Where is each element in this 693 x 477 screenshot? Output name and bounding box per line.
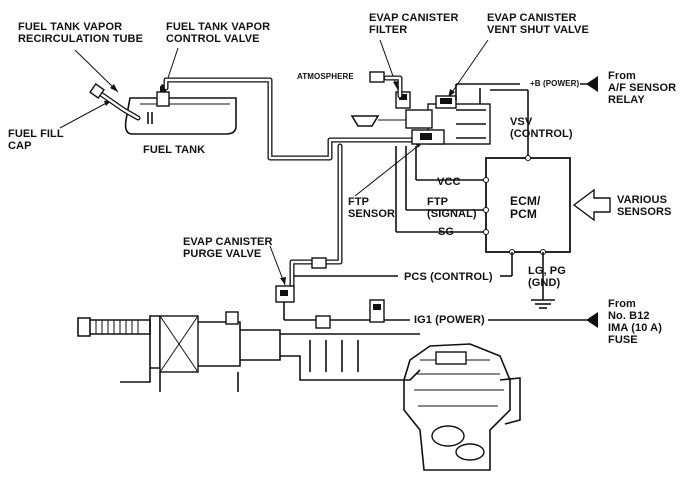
wiring <box>283 76 611 328</box>
label-canister-filter: EVAP CANISTER FILTER <box>369 12 459 36</box>
label-from-b12-fuse: From No. B12 IMA (10 A) FUSE <box>608 298 662 346</box>
evap-canister <box>350 71 491 145</box>
purge-valve <box>275 285 295 303</box>
engine <box>403 343 521 471</box>
label-vcc: VCC <box>437 176 461 188</box>
label-atmosphere: ATMOSPHERE <box>297 72 354 81</box>
label-from-af-relay: From A/F SENSOR RELAY <box>608 70 677 106</box>
label-fuel-tank: FUEL TANK <box>143 144 206 156</box>
label-fuel-fill-cap: FUEL FILL CAP <box>8 128 64 152</box>
label-purge-valve: EVAP CANISTER PURGE VALVE <box>183 236 273 260</box>
leader-lines <box>59 39 489 286</box>
label-recirc-tube: FUEL TANK VAPOR RECIRCULATION TUBE <box>18 21 144 45</box>
label-sg: SG <box>438 226 455 238</box>
label-ftp-sensor: FTP SENSOR <box>348 196 396 220</box>
label-ftp-signal: FTP (SIGNAL) <box>427 196 477 220</box>
label-ig1-power: IG1 (POWER) <box>414 314 485 326</box>
fuel-tank <box>89 83 237 135</box>
label-vent-shut-valve: EVAP CANISTER VENT SHUT VALVE <box>487 12 589 36</box>
label-vapor-control-valve: FUEL TANK VAPOR CONTROL VALVE <box>166 21 271 45</box>
label-ecm-pcm: ECM/ PCM <box>510 194 541 221</box>
label-pcs-control: PCS (CONTROL) <box>404 271 493 283</box>
intake-assembly <box>77 299 421 392</box>
label-various-sensors: VARIOUS SENSORS <box>617 194 672 218</box>
label-lg-pg-gnd: LG, PG (GND) <box>528 265 566 289</box>
label-vsv-control: VSV (CONTROL) <box>510 116 573 140</box>
label-b-power: +B (POWER) <box>530 79 580 88</box>
